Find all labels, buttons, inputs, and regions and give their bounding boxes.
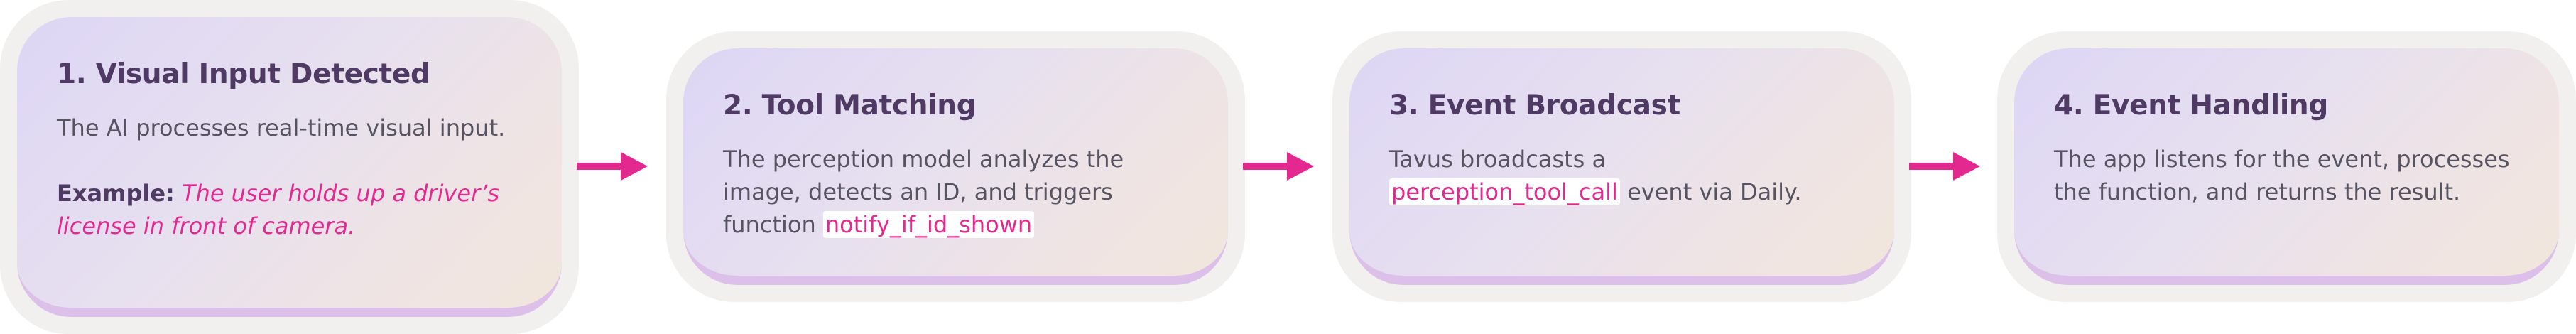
step-3-text-before: Tavus broadcasts a — [1389, 146, 1607, 173]
example-label: Example: — [57, 180, 175, 207]
step-3-text-after: event via Daily. — [1619, 178, 1802, 205]
step-3-title: 3. Event Broadcast — [1389, 90, 1680, 122]
step-4-frame: 4. Event Handling The app listens for th… — [1997, 31, 2576, 302]
step-3-description: Tavus broadcasts a perception_tool_call … — [1389, 143, 1854, 208]
step-4-description: The app listens for the event, processes… — [2054, 146, 2510, 205]
arrow-right-icon — [577, 152, 648, 181]
arrow-right-icon — [1243, 152, 1314, 181]
step-2-text: The perception model analyzes the image,… — [723, 146, 1124, 238]
step-1-description: The AI processes real-time visual input. — [57, 114, 506, 141]
step-2-frame: 2. Tool Matching The perception model an… — [666, 31, 1245, 302]
step-4-title: 4. Event Handling — [2054, 90, 2328, 122]
step-2-description: The perception model analyzes the image,… — [723, 143, 1188, 241]
step-1-title: 1. Visual Input Detected — [57, 58, 430, 90]
arrow-right-icon — [1909, 152, 1980, 181]
step-1-example: Example: The user holds up a driver’s li… — [57, 177, 522, 242]
step-1-frame: 1. Visual Input Detected The AI processe… — [0, 0, 579, 334]
function-name-code: notify_if_id_shown — [822, 211, 1035, 238]
step-2-card: 2. Tool Matching The perception model an… — [683, 48, 1228, 285]
step-4-card: 4. Event Handling The app listens for th… — [2014, 48, 2559, 285]
event-name-code: perception_tool_call — [1389, 178, 1620, 205]
step-2-title: 2. Tool Matching — [723, 90, 977, 122]
step-3-card: 3. Event Broadcast Tavus broadcasts a pe… — [1349, 48, 1894, 285]
example-text: The user holds up a driver’s license in … — [57, 180, 500, 239]
step-3-frame: 3. Event Broadcast Tavus broadcasts a pe… — [1332, 31, 1911, 302]
step-1-card: 1. Visual Input Detected The AI processe… — [17, 17, 562, 317]
